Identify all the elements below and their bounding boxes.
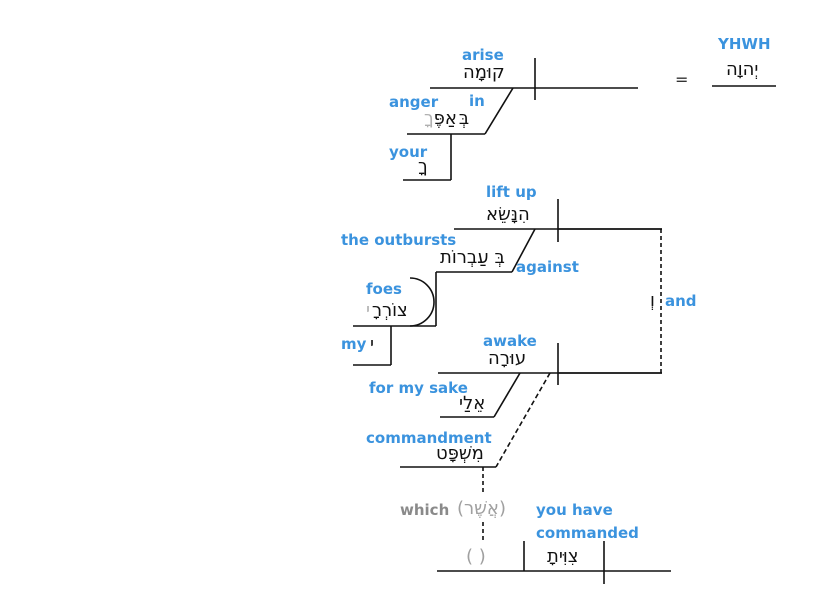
hebrew-anger: אַפֶּ [433,108,457,129]
hebrew-lift-up: הִנָּשֵׂא [486,204,530,225]
equals-sign: = [675,70,689,89]
hebrew-foes-suffix: י [366,300,371,321]
hebrew-foes-word: צוֹרְרָ [371,300,408,321]
hebrew-and: וְ [650,290,655,311]
hebrew-for-my-sake: אֵלַי [459,393,486,414]
against-slant [511,228,536,273]
gloss-commandment: commandment [366,429,492,447]
gloss-in: in [469,92,485,110]
foes-arc [409,277,435,327]
gloss-which: which [400,501,450,519]
hebrew-commandment: מִשְׁפָּט [436,443,484,464]
gloss-my: my [341,335,367,353]
hebrew-your: ךָ [418,156,428,177]
commandment-slant [495,372,551,468]
gloss-for-my-sake: for my sake [369,379,468,397]
gloss-you-have: you have [536,501,613,519]
hebrew-commanded: צִוִּיתָ [547,546,579,567]
hebrew-awake: עוּרָה [488,348,527,369]
hebrew-which: (אֲשֶׁר) [457,498,506,519]
hebrew-my: י [370,334,375,355]
gloss-lift-up: lift up [486,183,537,201]
gloss-arise: arise [462,46,504,64]
hebrew-arise: קוּמָה [463,62,505,83]
gloss-awake: awake [483,332,537,350]
gloss-your: your [389,143,428,161]
implied-subject: ( ) [466,546,486,567]
gloss-and: and [665,292,697,310]
gloss-yhwh: YHWH [718,35,771,53]
hebrew-outbursts: בְּ עַבְרוֹת [440,247,505,268]
for-my-sake-slant [493,372,521,418]
gloss-against: against [516,258,579,276]
hebrew-prep-in: בְּ [458,108,470,129]
hebrew-yhwh: יְהוָה [726,59,759,80]
gloss-commanded: commanded [536,524,639,542]
hebrew-foes: צוֹרְרָ י [366,302,408,320]
in-slant [484,87,514,135]
gloss-foes: foes [366,280,402,298]
hebrew-in-anger: בְּ אַפֶּךָ [424,110,469,128]
gloss-anger: anger [389,93,439,111]
hebrew-anger-suffix: ךָ [424,108,434,129]
gloss-the-outbursts: the outbursts [341,231,457,249]
